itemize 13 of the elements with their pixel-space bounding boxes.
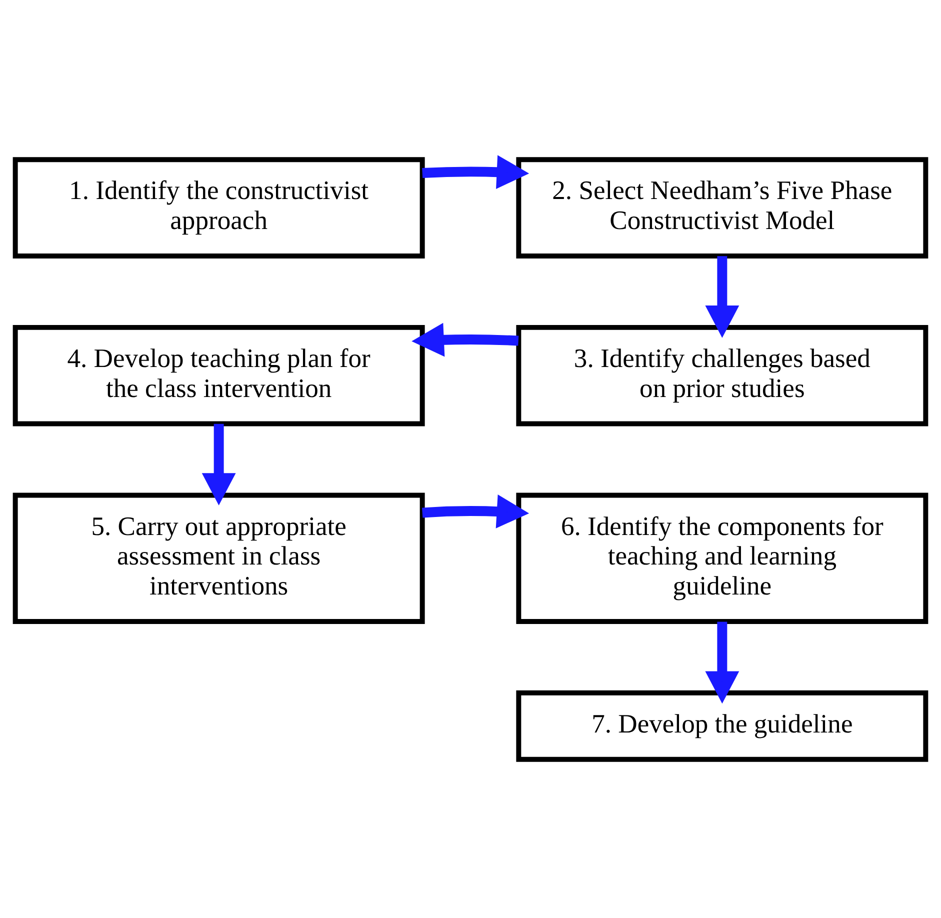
node-box: 2. Select Needham’s Five Phase Constructivist Model [516,156,928,258]
arrow [422,494,530,528]
node-box: 5. Carry out appropriate assessment in class interventions [12,492,425,624]
arrow [705,256,740,338]
node-box: 1. Identify the constructivist approach [12,156,425,258]
node-box: 3. Identify challenges based on prior studies [516,324,928,426]
arrow [705,621,740,704]
arrow [412,322,519,356]
arrow [202,423,236,505]
node-box: 4. Develop teaching plan for the class intervention [12,324,425,426]
node-box: 6. Identify the components for teaching and learning guideline [516,492,928,624]
arrow [422,154,530,188]
node-box: 7. Develop the guideline [516,690,928,762]
